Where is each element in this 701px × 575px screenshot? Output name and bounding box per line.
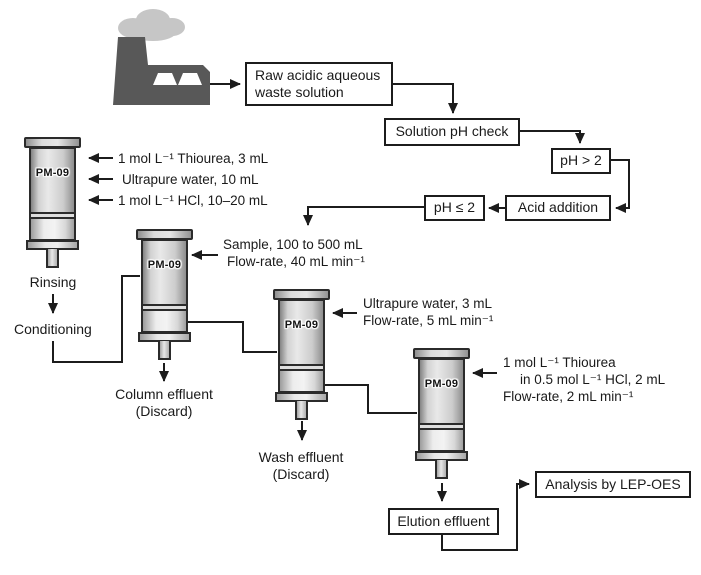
column-lower-section (420, 430, 463, 450)
ph-less-equal-2-box: pH ≤ 2 (424, 195, 485, 221)
spe-column-3: PM-09 (273, 289, 330, 421)
acid-addition-box: Acid addition (505, 195, 611, 221)
column-cap (136, 229, 193, 240)
sample-flow-rate-line: Flow-rate, 40 mL min⁻¹ (227, 254, 365, 269)
column-cap (24, 137, 81, 148)
column-effluent-line: Column effluent (115, 386, 213, 402)
spe-column-2: PM-09 (136, 229, 193, 361)
column-body (141, 239, 188, 333)
connector-raw-to-ph-check (393, 83, 458, 114)
spe-column-4: PM-09 (413, 348, 470, 480)
wash-water-line: Ultrapure water, 3 mL (363, 296, 493, 311)
elution-flow-rate-line: Flow-rate, 2 mL min⁻¹ (503, 389, 634, 404)
column-effluent-label: Column effluent (Discard) (109, 386, 219, 419)
wash-flow-rate-line: Flow-rate, 5 mL min⁻¹ (363, 313, 494, 328)
connector-column-3-to-column-4 (324, 384, 417, 414)
connector-elution-to-analysis (441, 479, 530, 551)
connector-ph-gt-2-to-acid-addition (611, 159, 630, 213)
column-body (278, 299, 325, 393)
factory-windows (153, 73, 202, 85)
column-body (29, 147, 76, 241)
analysis-lep-oes-box: Analysis by LEP-OES (535, 471, 691, 498)
smoke-cloud-icon (118, 9, 185, 41)
wash-effluent-label: Wash effluent (Discard) (246, 449, 356, 482)
rinsing-label: Rinsing (29, 274, 77, 290)
column-frit-band (31, 212, 74, 219)
factory-building (113, 37, 210, 105)
column-label: PM-09 (424, 378, 459, 390)
connector-ph-le-2-to-sample (303, 206, 424, 226)
connector-conditioning-to-column-2 (52, 275, 140, 363)
elution-thiourea-line: 1 mol L⁻¹ Thiourea (503, 355, 616, 370)
sample-volume-line: Sample, 100 to 500 mL (223, 237, 363, 252)
elution-reagent-annotation: 1 mol L⁻¹ Thiourea in 0.5 mol L⁻¹ HCl, 2… (503, 354, 665, 405)
reagent-hcl-line: 1 mol L⁻¹ HCl, 10–20 mL (118, 193, 268, 208)
column-lower-section (31, 219, 74, 239)
elution-hcl-line: in 0.5 mol L⁻¹ HCl, 2 mL (520, 372, 666, 387)
spe-column-1: PM-09 (24, 137, 81, 269)
column-cap (413, 348, 470, 359)
column-outlet-tip (295, 401, 308, 420)
column-label: PM-09 (147, 259, 182, 271)
sample-load-annotation: Sample, 100 to 500 mL Flow-rate, 40 mL m… (223, 236, 365, 270)
reagent-thiourea-line: 1 mol L⁻¹ Thiourea, 3 mL (118, 151, 269, 166)
solution-ph-check-box: Solution pH check (384, 118, 520, 146)
conditioning-reagents-annotation: 1 mol L⁻¹ Thiourea, 3 mL Ultrapure water… (118, 148, 268, 211)
connector-column-2-to-column-3 (187, 321, 277, 353)
column-cap (273, 289, 330, 300)
column-label: PM-09 (284, 319, 319, 331)
column-outlet-tip (435, 460, 448, 479)
column-lower-section (143, 311, 186, 331)
raw-waste-box: Raw acidic aqueous waste solution (245, 62, 393, 106)
reagent-water-line: Ultrapure water, 10 mL (122, 172, 259, 187)
factory-icon (113, 9, 210, 105)
conditioning-label: Conditioning (14, 321, 92, 337)
wash-annotation: Ultrapure water, 3 mL Flow-rate, 5 mL mi… (363, 295, 493, 329)
ph-greater-2-box: pH > 2 (551, 148, 611, 174)
column-label: PM-09 (35, 167, 70, 179)
column-frit-band (420, 423, 463, 430)
connector-ph-check-to-ph-gt-2 (519, 130, 585, 144)
column-outlet-tip (158, 341, 171, 360)
column-frit-band (143, 304, 186, 311)
elution-effluent-box: Elution effluent (388, 508, 499, 535)
column-body (418, 358, 465, 452)
wash-effluent-line: Wash effluent (258, 449, 344, 465)
wash-effluent-discard: (Discard) (272, 465, 330, 482)
column-effluent-discard: (Discard) (135, 402, 193, 419)
column-frit-band (280, 364, 323, 371)
column-outlet-tip (46, 249, 59, 268)
column-lower-section (280, 371, 323, 391)
